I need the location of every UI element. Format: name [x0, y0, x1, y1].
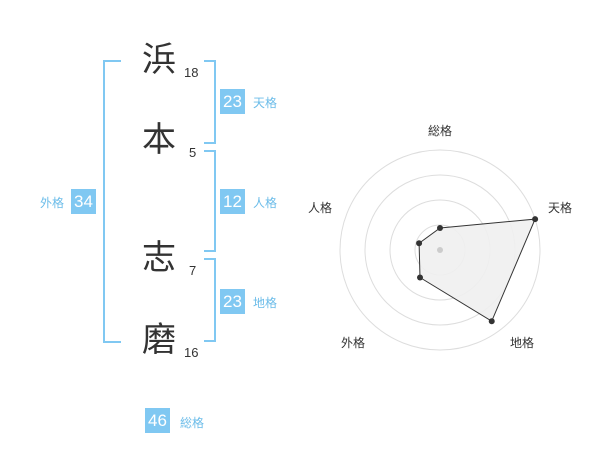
jinkaku-label: 人格: [253, 196, 278, 210]
stroke-count-3: 7: [189, 263, 197, 278]
jinkaku-bracket: [204, 150, 216, 252]
name-char-1: 浜: [142, 40, 176, 80]
soukaku-value: 46: [145, 408, 170, 433]
radar-axis-label-soukaku: 総格: [428, 124, 453, 138]
radar-axis-label-gaikaku: 外格: [341, 336, 366, 350]
name-char-3: 志: [142, 238, 176, 278]
name-char-4: 磨: [142, 320, 176, 360]
radar-axis-label-jinkaku: 人格: [308, 201, 333, 215]
tenkaku-value: 23: [220, 89, 245, 114]
gaikaku-label: 外格: [40, 196, 65, 210]
chikaku-bracket: [204, 258, 216, 342]
radar-ring-4: [339, 149, 541, 351]
radar-point-2: [488, 318, 495, 325]
chikaku-value: 23: [220, 289, 245, 314]
gaikaku-bracket: [103, 60, 121, 343]
soukaku-label: 総格: [180, 416, 205, 430]
gaikaku-value: 34: [71, 189, 96, 214]
tenkaku-bracket: [204, 60, 216, 144]
radar-center-dot: [437, 247, 443, 253]
radar-point-4: [416, 240, 423, 247]
radar-points: [416, 216, 539, 325]
stroke-count-1: 18: [184, 65, 199, 80]
radar-axis-label-chikaku: 地格: [510, 336, 535, 350]
radar-series-area: [418, 218, 536, 322]
stroke-count-4: 16: [184, 345, 199, 360]
radar-axis-label-tenkaku: 天格: [548, 201, 573, 215]
chikaku-label: 地格: [253, 296, 278, 310]
stroke-count-2: 5: [189, 145, 197, 160]
radar-point-1: [532, 216, 539, 223]
radar-point-0: [437, 225, 443, 231]
radar-point-3: [417, 274, 424, 281]
name-char-2: 本: [142, 120, 176, 160]
tenkaku-label: 天格: [253, 96, 278, 110]
jinkaku-value: 12: [220, 189, 245, 214]
